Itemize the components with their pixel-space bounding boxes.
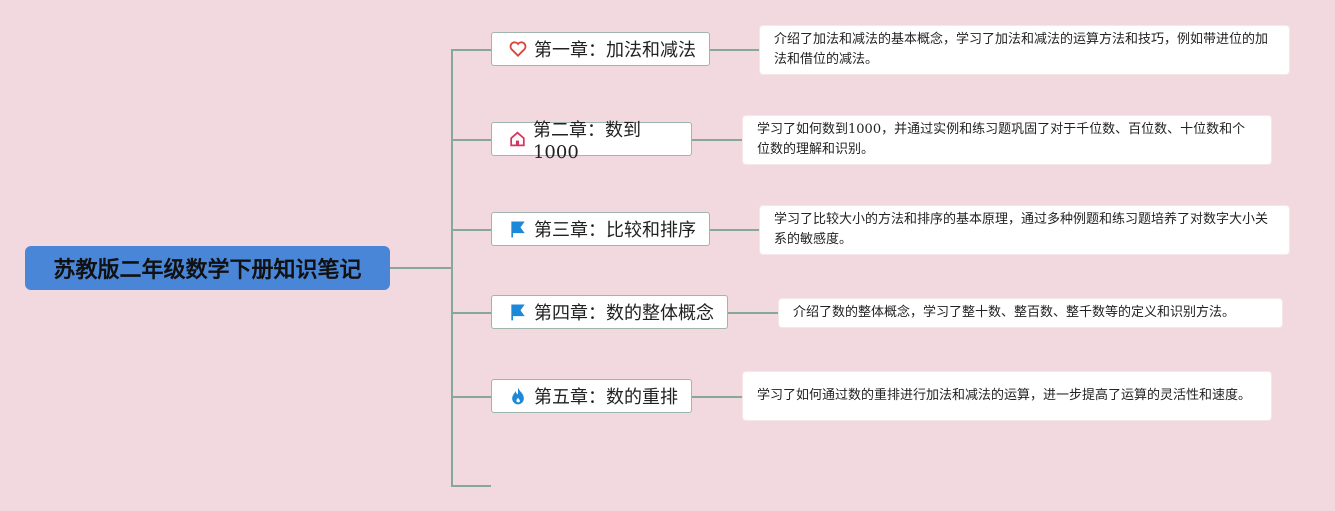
connector bbox=[692, 396, 742, 398]
root-topic[interactable]: 苏教版二年级数学下册知识笔记 bbox=[25, 246, 390, 290]
connector bbox=[710, 229, 759, 231]
flag-icon bbox=[511, 221, 525, 238]
chapter-title: 第一章：加法和减法 bbox=[534, 40, 696, 61]
root-title: 苏教版二年级数学下册知识笔记 bbox=[53, 258, 362, 283]
description-text: 介绍了数的整体概念，学习了整十数、整百数、整千数等的定义和识别方法。 bbox=[793, 305, 1236, 320]
chapter-description-4[interactable]: 介绍了数的整体概念，学习了整十数、整百数、整千数等的定义和识别方法。 bbox=[778, 298, 1283, 328]
chapter-title: 第五章：数的重排 bbox=[534, 387, 678, 408]
description-text: 学习了如何数到1000，并通过实例和练习题巩固了对于千位数、百位数、十位数和个位… bbox=[757, 122, 1246, 157]
fire-icon bbox=[512, 387, 524, 405]
chapter-title: 第二章：数到1000 bbox=[532, 119, 641, 163]
chapter-node-2[interactable]: 第二章：数到1000 bbox=[491, 120, 692, 163]
description-text: 学习了比较大小的方法和排序的基本原理，通过多种例题和练习题培养了对数字大小关系的… bbox=[774, 212, 1269, 247]
connector bbox=[728, 312, 778, 314]
connector bbox=[451, 312, 491, 314]
connector bbox=[451, 396, 491, 398]
flag-icon bbox=[511, 304, 525, 321]
chapter-node-3[interactable]: 第三章：比较和排序 bbox=[491, 212, 710, 246]
chapter-node-1[interactable]: 第一章：加法和减法 bbox=[491, 32, 710, 66]
chapter-title: 第四章：数的整体概念 bbox=[534, 303, 714, 324]
chapter-node-4[interactable]: 第四章：数的整体概念 bbox=[491, 295, 728, 329]
heart-icon bbox=[509, 41, 527, 57]
connector bbox=[451, 139, 491, 141]
chapter-description-2[interactable]: 学习了如何数到1000，并通过实例和练习题巩固了对于千位数、百位数、十位数和个位… bbox=[742, 115, 1272, 165]
chapter-description-5[interactable]: 学习了如何通过数的重排进行加法和减法的运算，进一步提高了运算的灵活性和速度。 bbox=[742, 371, 1272, 421]
connector bbox=[451, 49, 491, 51]
connector bbox=[390, 267, 452, 269]
chapter-node-5[interactable]: 第五章：数的重排 bbox=[491, 379, 692, 413]
connector bbox=[710, 49, 759, 51]
connector bbox=[692, 139, 742, 141]
chapter-description-3[interactable]: 学习了比较大小的方法和排序的基本原理，通过多种例题和练习题培养了对数字大小关系的… bbox=[759, 205, 1290, 255]
description-text: 介绍了加法和减法的基本概念，学习了加法和减法的运算方法和技巧，例如带进位的加法和… bbox=[774, 32, 1269, 67]
connector bbox=[451, 485, 491, 487]
description-text: 学习了如何通过数的重排进行加法和减法的运算，进一步提高了运算的灵活性和速度。 bbox=[757, 388, 1252, 403]
chapter-description-1[interactable]: 介绍了加法和减法的基本概念，学习了加法和减法的运算方法和技巧，例如带进位的加法和… bbox=[759, 25, 1290, 75]
home-icon bbox=[510, 131, 525, 147]
connector bbox=[451, 229, 491, 231]
trunk-line bbox=[451, 49, 453, 487]
chapter-title: 第三章：比较和排序 bbox=[534, 220, 696, 241]
